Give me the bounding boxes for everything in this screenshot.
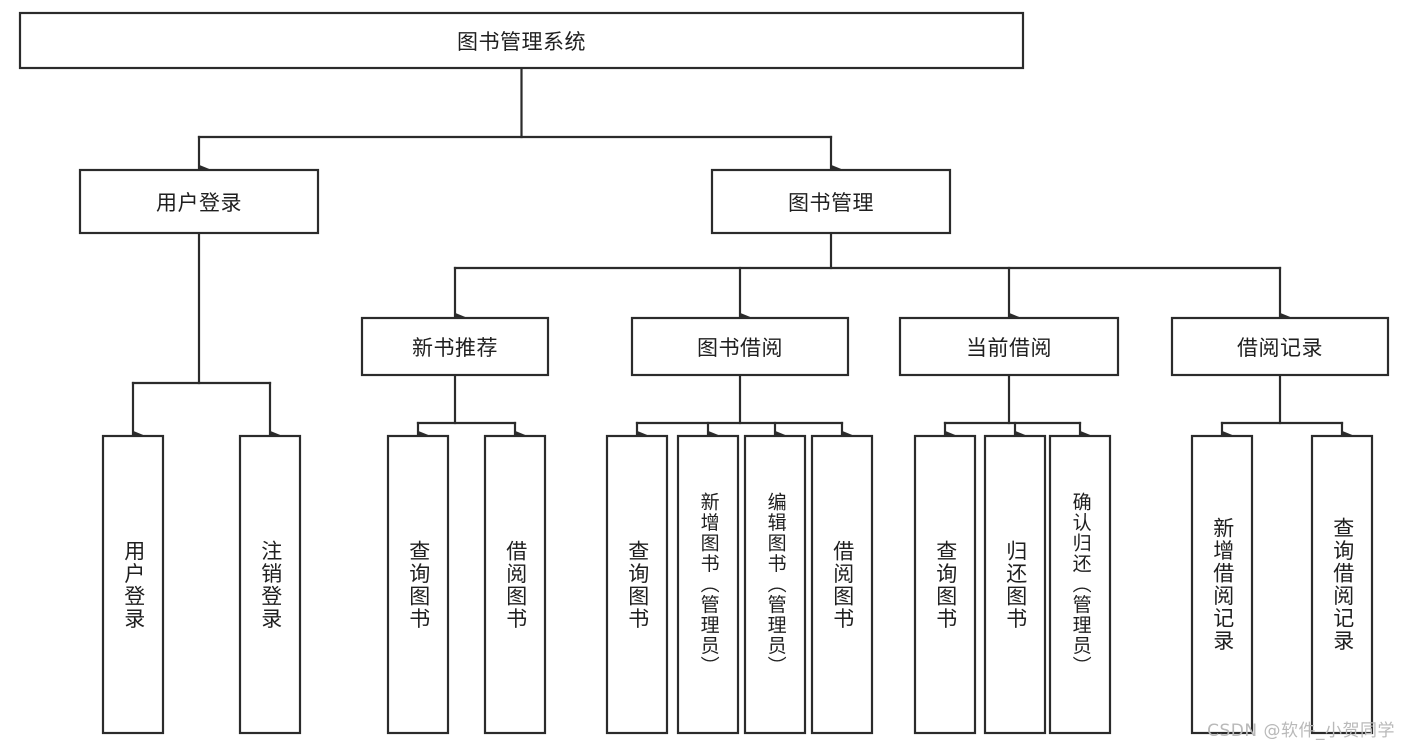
node-box-borrow-record[interactable] bbox=[1170, 316, 1390, 377]
node-box-book-management[interactable] bbox=[710, 168, 952, 235]
node-box-user-login-do[interactable] bbox=[101, 434, 165, 735]
node-box-new-book-recommend[interactable] bbox=[360, 316, 550, 377]
node-box-return-book[interactable] bbox=[983, 434, 1047, 735]
node-box-query-borrow-record[interactable] bbox=[1310, 434, 1374, 735]
node-box-borrow-book-1[interactable] bbox=[483, 434, 547, 735]
node-box-add-borrow-record[interactable] bbox=[1190, 434, 1254, 735]
node-box-root[interactable] bbox=[18, 11, 1025, 70]
nodes-layer bbox=[18, 11, 1390, 735]
watermark-text: CSDN @软件_小贺同学 bbox=[1207, 721, 1395, 741]
node-box-book-borrow[interactable] bbox=[630, 316, 850, 377]
edges-layer bbox=[131, 66, 1353, 440]
node-box-query-book-3[interactable] bbox=[913, 434, 977, 735]
node-box-edit-book[interactable] bbox=[743, 434, 807, 735]
node-box-query-book-1[interactable] bbox=[386, 434, 450, 735]
node-box-add-book[interactable] bbox=[676, 434, 740, 735]
node-box-confirm-return[interactable] bbox=[1048, 434, 1112, 735]
node-box-user-logout[interactable] bbox=[238, 434, 302, 735]
node-box-current-borrow[interactable] bbox=[898, 316, 1120, 377]
node-box-user-login[interactable] bbox=[78, 168, 320, 235]
node-box-query-book-2[interactable] bbox=[605, 434, 669, 735]
node-box-borrow-book-2[interactable] bbox=[810, 434, 874, 735]
